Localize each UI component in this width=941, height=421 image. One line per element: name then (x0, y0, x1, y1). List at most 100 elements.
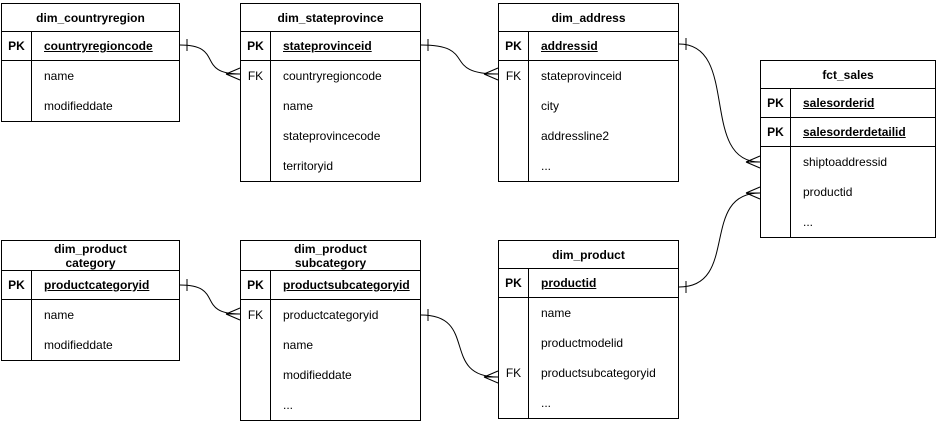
field-cell: countryregioncode (283, 69, 382, 83)
table-title-line: dim_product (294, 241, 367, 256)
table-title: dim_address (499, 4, 678, 32)
table-row: name (499, 298, 678, 328)
key-cell: PK (761, 89, 791, 117)
key-cell: FK (241, 61, 271, 91)
table-title: dim_countryregion (2, 4, 179, 32)
key-cell (2, 300, 32, 330)
field-cell: productcategoryid (283, 308, 379, 322)
table-row: PK salesorderid (761, 89, 935, 118)
field-cell: name (283, 99, 314, 113)
key-cell (499, 121, 529, 151)
table-title-line: subcategory (294, 255, 367, 270)
table-title-line: fct_sales (822, 67, 874, 82)
field-cell: salesorderid (803, 96, 875, 110)
field-cell: productcategoryid (44, 278, 150, 292)
field-cell: productid (803, 185, 853, 199)
table-row: ... (241, 390, 420, 420)
key-cell: PK (499, 32, 529, 60)
field-cell: ... (283, 398, 294, 412)
field-cell: addressid (541, 39, 598, 53)
field-cell: modifieddate (44, 338, 113, 352)
key-cell (241, 91, 271, 121)
table-title-line: category (65, 255, 116, 270)
field-cell: productsubcategoryid (283, 278, 410, 292)
table-row: modifieddate (241, 360, 420, 390)
key-cell (2, 91, 32, 121)
table-title-line: dim_product (552, 247, 625, 262)
key-cell (241, 360, 271, 390)
table-row: shiptoaddressid (761, 147, 935, 177)
key-cell: FK (241, 300, 271, 330)
field-cell: name (44, 308, 75, 322)
table-row: productmodelid (499, 328, 678, 358)
field-cell: modifieddate (44, 99, 113, 113)
table-row: ... (761, 207, 935, 237)
table-row: productid (761, 177, 935, 207)
key-cell: PK (499, 269, 529, 297)
connector-address-to-fct-sales (678, 38, 761, 169)
field-cell: territoryid (283, 159, 334, 173)
key-cell (499, 151, 529, 181)
connector-category-to-subcategory (179, 279, 241, 321)
key-cell: PK (2, 32, 32, 60)
key-cell (241, 330, 271, 360)
table-title-line: dim_address (551, 10, 626, 25)
field-cell: stateprovinceid (541, 69, 622, 83)
field-cell: productsubcategoryid (541, 366, 656, 380)
table-row: name (241, 330, 420, 360)
table-row: modifieddate (2, 91, 179, 121)
table-row: name (2, 300, 179, 330)
key-cell (499, 328, 529, 358)
table-row: modifieddate (2, 330, 179, 360)
field-cell: city (541, 99, 559, 113)
field-cell: modifieddate (283, 368, 352, 382)
table-row: ... (499, 388, 678, 418)
field-cell: productmodelid (541, 336, 624, 350)
field-cell: name (283, 338, 314, 352)
table-title: dim_product (499, 241, 678, 269)
field-cell: name (44, 69, 75, 83)
connector-subcategory-to-product (420, 309, 499, 384)
key-cell: FK (499, 358, 529, 388)
table-title-line: dim_countryregion (36, 10, 145, 25)
key-cell (2, 61, 32, 91)
table-title: fct_sales (761, 61, 935, 89)
key-cell (241, 151, 271, 181)
key-cell (241, 121, 271, 151)
key-cell (499, 298, 529, 328)
table-row: name (2, 61, 179, 91)
field-cell: shiptoaddressid (803, 155, 888, 169)
table-row: territoryid (241, 151, 420, 181)
table-row: stateprovincecode (241, 121, 420, 151)
table-row: name (241, 91, 420, 121)
field-cell: salesorderdetailid (803, 125, 906, 139)
table-row: FK productsubcategoryid (499, 358, 678, 388)
field-cell: stateprovinceid (283, 39, 372, 53)
key-cell (761, 177, 791, 207)
table-row: FK productcategoryid (241, 300, 420, 330)
table-title-line: dim_stateprovince (277, 10, 384, 25)
connector-countryregion-to-stateprovince (179, 39, 241, 81)
key-cell (2, 330, 32, 360)
field-cell: ... (541, 396, 552, 410)
field-cell: name (541, 306, 572, 320)
table-row: city (499, 91, 678, 121)
table-title: dim_stateprovince (241, 4, 420, 32)
connector-product-to-fct-sales (678, 186, 761, 293)
